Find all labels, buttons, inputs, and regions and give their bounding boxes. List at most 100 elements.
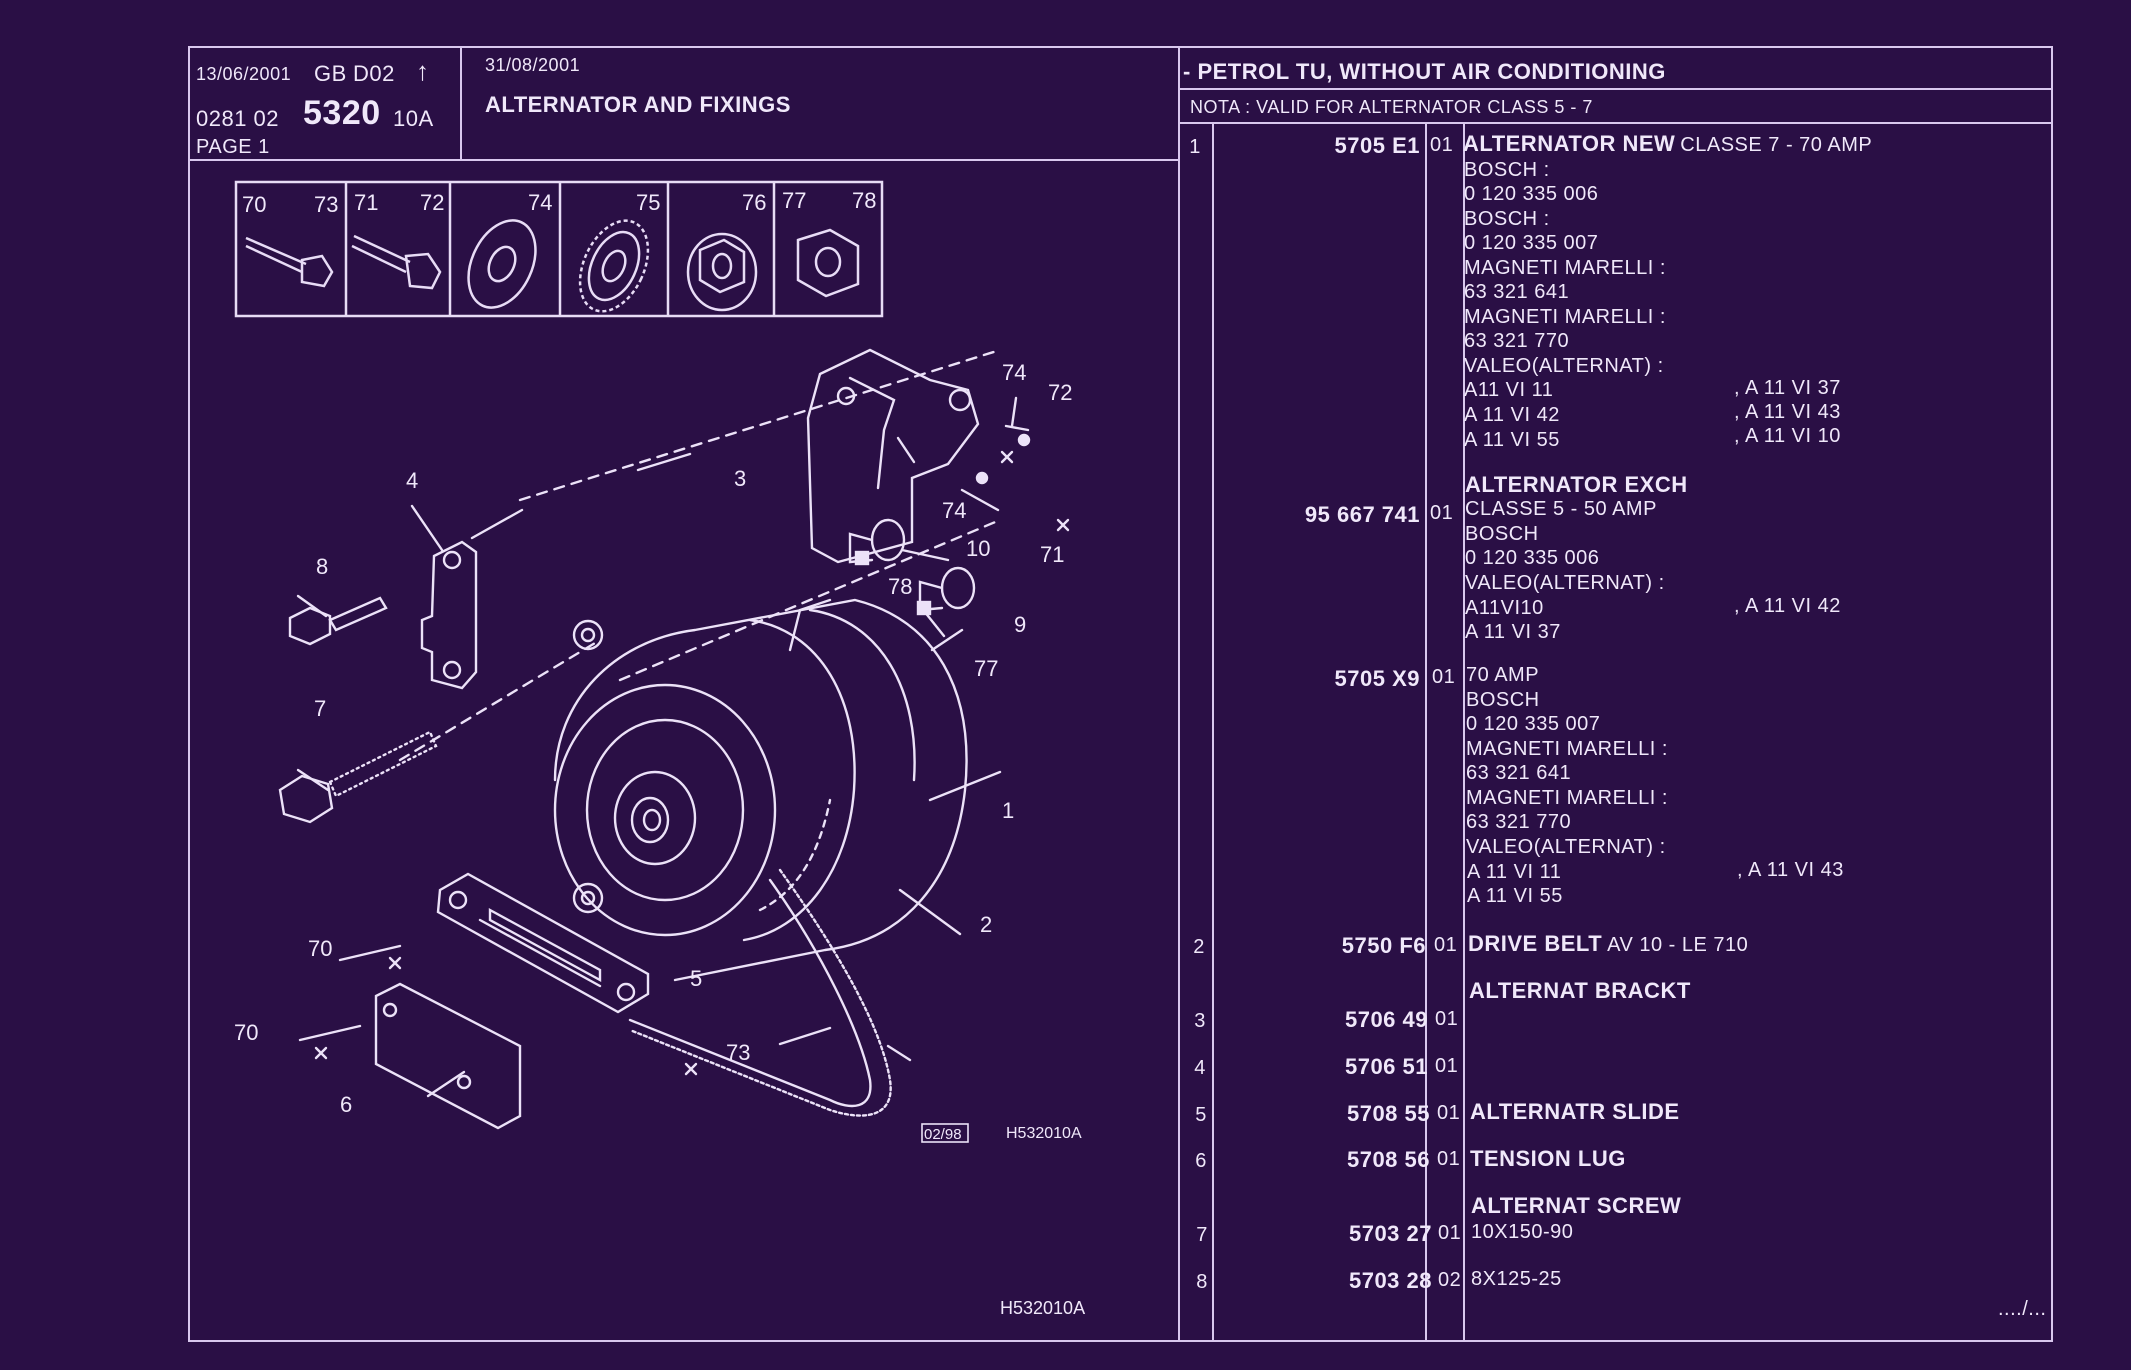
header-ref-suffix: 10A (393, 106, 434, 131)
row-6-code: 5708 56 (1346, 1147, 1430, 1172)
row-1b-line: BOSCH (1465, 523, 1539, 545)
bracket-plate-part (420, 508, 524, 690)
callout-70b: 70 (234, 1020, 258, 1045)
legend-label-72: 72 (420, 190, 444, 215)
callout-7: 7 (314, 696, 326, 721)
slide-part (436, 872, 650, 1014)
row-8-code: 5703 28 (1348, 1268, 1432, 1293)
tension-lug-part (374, 982, 522, 1130)
row-1a-valeo-alt: , A 11 VI 43 (1734, 401, 1841, 423)
row-7-spec: 10X150-90 (1471, 1221, 1574, 1243)
row-6-num: 6 (1195, 1150, 1207, 1172)
legend-label-77: 77 (782, 188, 806, 213)
row-2-title: DRIVE BELT AV 10 - LE 710 (1468, 931, 1748, 957)
callout-77: 77 (974, 656, 998, 681)
row-8-num: 8 (1196, 1271, 1208, 1293)
num-col-divider (1212, 122, 1214, 1340)
row-1a-title-rest: CLASSE 7 - 70 AMP (1680, 134, 1873, 156)
bolt-part (278, 730, 438, 824)
row-3-code: 5706 49 (1344, 1007, 1428, 1032)
row-1c-line: VALEO(ALTERNAT) : (1466, 836, 1666, 858)
callout-1: 1 (1002, 798, 1014, 823)
row-1a-title: ALTERNATOR NEW CLASSE 7 - 70 AMP (1463, 131, 1872, 157)
fastener-legend: 70 73 71 72 74 75 76 77 78 (234, 180, 884, 318)
flange-nut-icon (686, 232, 758, 312)
screw-icon (245, 236, 334, 288)
parts-sheet (188, 46, 2053, 1342)
row-1a-valeo: A 11 VI 55 (1464, 429, 1560, 451)
row-1a-line: 63 321 770 (1464, 330, 1570, 352)
row-1c-line: 0 120 335 007 (1466, 713, 1601, 735)
callout-5: 5 (690, 966, 702, 991)
callout-10: 10 (966, 536, 990, 561)
row-1a-line: 0 120 335 007 (1464, 232, 1599, 254)
header-date2: 31/08/2001 (485, 55, 581, 75)
header-arrow-icon: ↑ (416, 56, 430, 86)
row-1c-qty: 01 (1432, 666, 1456, 688)
row-1c-line: MAGNETI MARELLI : (1466, 787, 1668, 809)
row-2-title-rest: AV 10 - LE 710 (1607, 934, 1749, 956)
drive-belt-part (628, 868, 892, 1117)
row-1c-line: 70 AMP (1466, 664, 1540, 686)
row-1a-valeo-alt: , A 11 VI 37 (1734, 377, 1841, 399)
callout-6: 6 (340, 1092, 352, 1117)
header-divider-v (460, 48, 462, 160)
row-2-qty: 01 (1434, 934, 1458, 956)
row-1a-valeo-alt: , A 11 VI 10 (1734, 425, 1841, 447)
legend-label-71: 71 (354, 190, 378, 215)
page-title: ALTERNATOR AND FIXINGS (485, 92, 791, 117)
row-1b-qty: 01 (1430, 502, 1454, 524)
callout-4: 4 (406, 468, 418, 493)
row-1c-line: 63 321 770 (1466, 811, 1572, 833)
row-1a-line: BOSCH : (1464, 159, 1550, 181)
row-4-code: 5706 51 (1344, 1054, 1428, 1079)
row-1c-line: 63 321 641 (1466, 762, 1572, 784)
continued-marker: ..../... (1998, 1298, 2047, 1320)
row-1c-valeo-alt: , A 11 VI 43 (1737, 859, 1844, 881)
row-1b-title: ALTERNATOR EXCH (1465, 472, 1688, 497)
row-2-code: 5750 F6 (1341, 933, 1426, 958)
alternator-exploded-diagram: 1 2 3 4 5 6 7 8 9 10 70 70 71 72 73 74 7… (234, 348, 1085, 1318)
callout-70a: 70 (308, 936, 332, 961)
callout-72: 72 (1048, 380, 1072, 405)
column-divider (1178, 48, 1180, 1340)
callout-9: 9 (1014, 612, 1026, 637)
header-page: PAGE 1 (196, 136, 270, 158)
alternator-bracket-part (806, 348, 980, 564)
nota-text: NOTA : VALID FOR ALTERNATOR CLASS 5 - 7 (1190, 97, 1593, 117)
row-5-qty: 01 (1437, 1102, 1461, 1124)
callout-78: 78 (888, 574, 912, 599)
row-5-num: 5 (1195, 1104, 1207, 1126)
row-1a-code: 5705 E1 (1334, 133, 1420, 158)
row-2-num: 2 (1193, 936, 1205, 958)
alternator-part (553, 598, 968, 982)
callout-73: 73 (726, 1040, 750, 1065)
callout-74b: 74 (942, 498, 966, 523)
qty-col-right (1463, 122, 1465, 1340)
row-1a-valeo: A 11 VI 42 (1464, 404, 1560, 426)
row-1a-line: BOSCH : (1464, 208, 1550, 230)
screw-group-title: ALTERNAT SCREW (1471, 1193, 1682, 1218)
diagram-ref-bottom: H532010A (1000, 1298, 1085, 1318)
row-6-title: TENSION LUG (1470, 1146, 1626, 1171)
legend-label-70: 70 (242, 192, 266, 217)
row-1a-line: MAGNETI MARELLI : (1464, 257, 1666, 279)
qty-col-left (1425, 122, 1427, 1340)
header-ref-main: 5320 (303, 94, 381, 132)
row-1b-valeo: A 11 VI 37 (1465, 621, 1561, 643)
right-title: - PETROL TU, WITHOUT AIR CONDITIONING (1183, 59, 1666, 84)
row-1c-line: MAGNETI MARELLI : (1466, 738, 1668, 760)
callout-8: 8 (316, 554, 328, 579)
bolt-icon (351, 234, 442, 290)
row-6-qty: 01 (1437, 1148, 1461, 1170)
callout-3: 3 (734, 466, 746, 491)
row-3-qty: 01 (1435, 1008, 1459, 1030)
header-divider-right2 (1178, 122, 2051, 124)
row-1b-code: 95 667 741 (1304, 502, 1420, 527)
row-7-num: 7 (1196, 1224, 1208, 1246)
header-d02: D02 (353, 61, 395, 86)
callout-2: 2 (980, 912, 992, 937)
diagram-ref: H532010A (1006, 1125, 1082, 1142)
legend-label-75: 75 (636, 190, 660, 215)
callout-74a: 74 (1002, 360, 1026, 385)
